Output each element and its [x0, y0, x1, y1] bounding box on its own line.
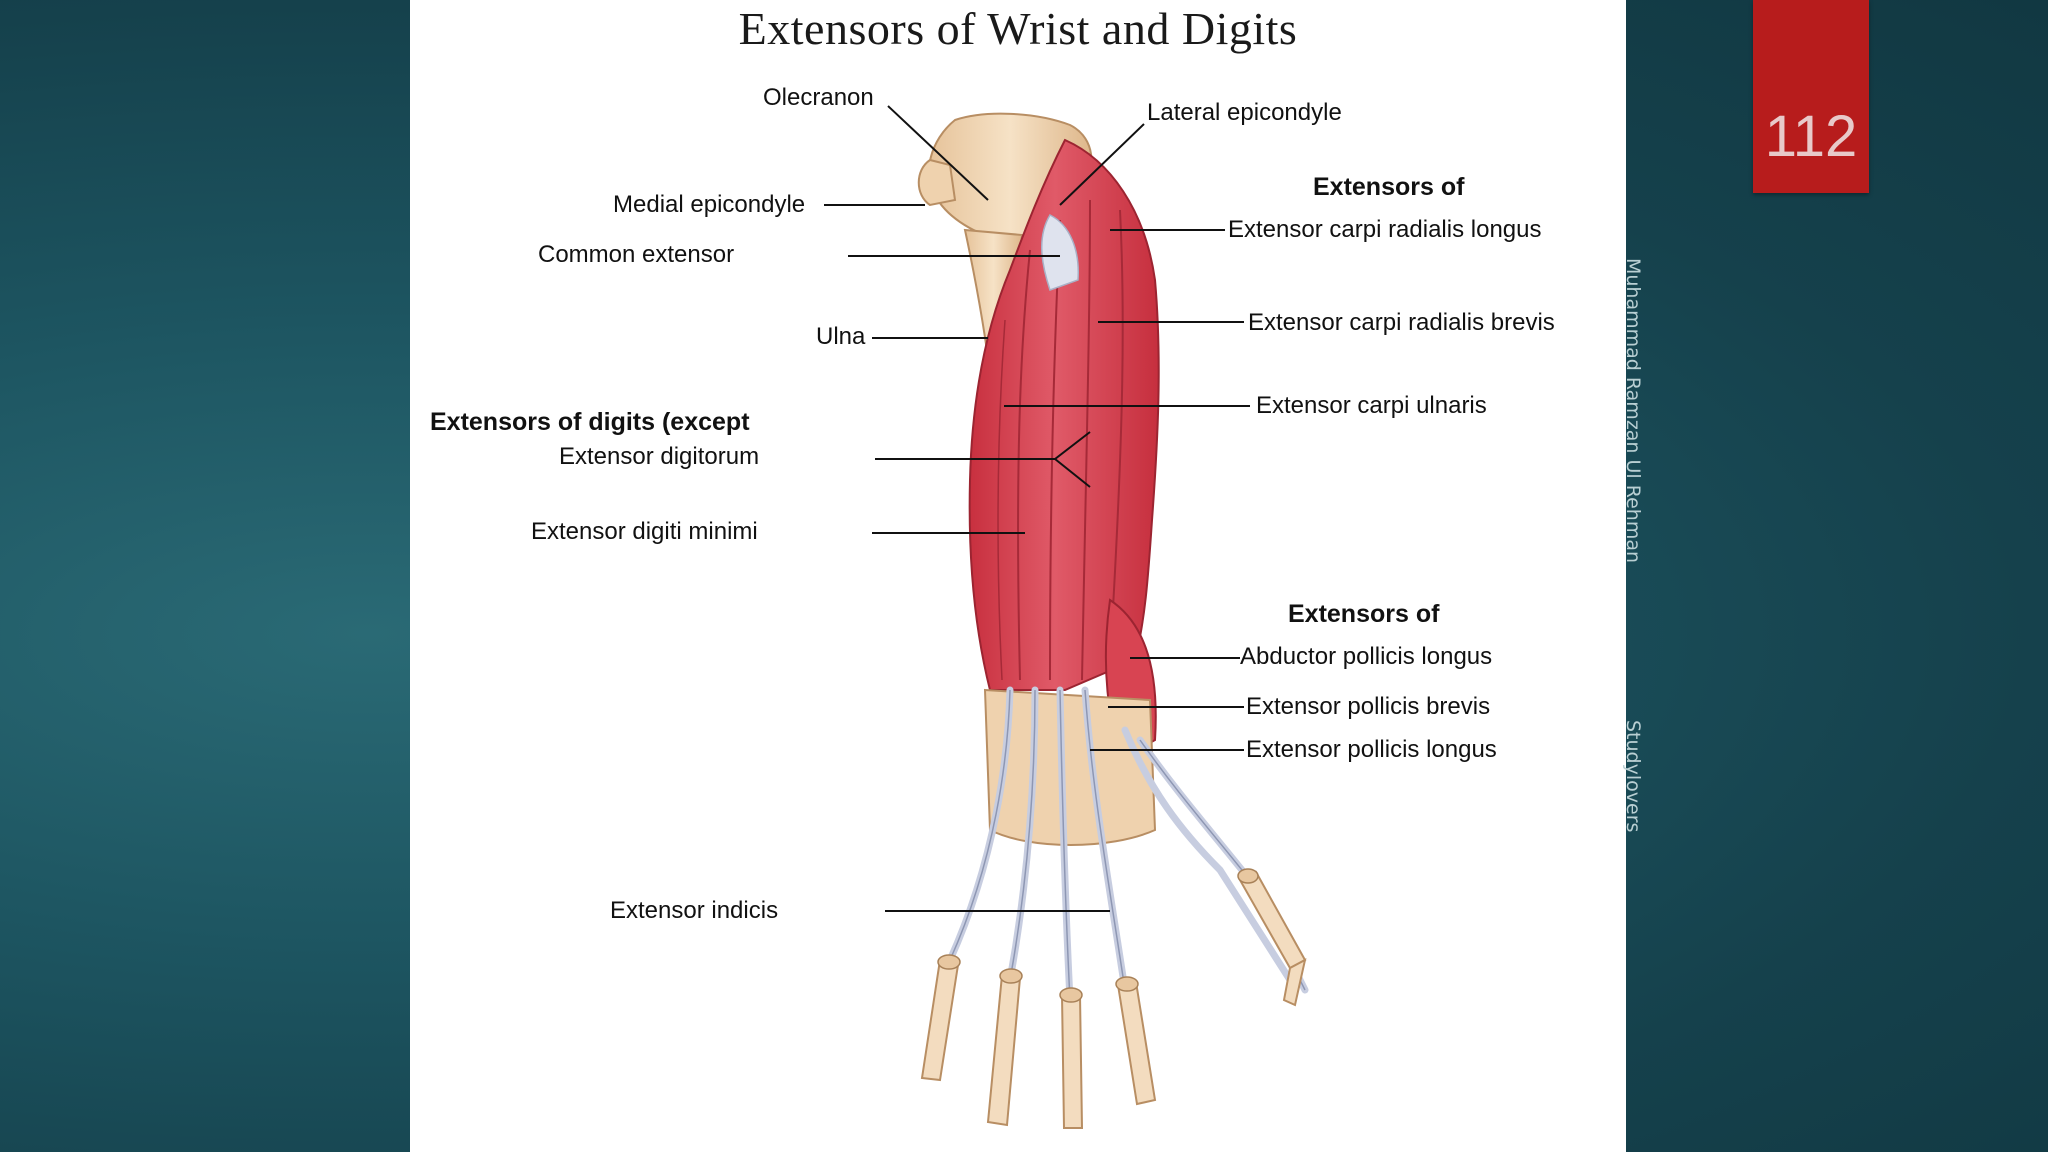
label-extensor-digitorum: Extensor digitorum	[559, 443, 760, 470]
page-number-badge: 112	[1753, 0, 1869, 193]
label-ecr-brevis: Extensor carpi radialis brevis	[1248, 309, 1555, 336]
label-group-digits: Extensors of digits (except	[430, 408, 750, 436]
forearm-illustration	[824, 105, 1309, 1129]
label-ec-ulnaris: Extensor carpi ulnaris	[1256, 392, 1487, 419]
label-ecr-longus: Extensor carpi radialis longus	[1228, 216, 1542, 243]
wrist-bones	[983, 688, 1157, 846]
label-apl: Abductor pollicis longus	[1240, 643, 1493, 670]
label-olecranon: Olecranon	[763, 84, 874, 111]
label-extensor-digiti-minimi: Extensor digiti minimi	[531, 518, 758, 545]
label-epl: Extensor pollicis longus	[1246, 736, 1497, 763]
label-medial-epicondyle: Medial epicondyle	[613, 191, 806, 218]
label-group-thumb: Extensors of	[1288, 600, 1440, 628]
label-common-extensor: Common extensor	[538, 241, 735, 268]
diagram-title: Extensors of Wrist and Digits	[738, 3, 1298, 54]
tendon-outlines	[929, 689, 1306, 1116]
label-epb: Extensor pollicis brevis	[1246, 693, 1491, 720]
label-group-wrist: Extensors of	[1313, 173, 1465, 201]
label-ulna: Ulna	[816, 323, 866, 350]
source-credit: Studylovers	[1622, 720, 1644, 833]
finger-bones	[920, 870, 1307, 1129]
author-credit: Muhammad Ramzan Ul Rehman	[1622, 258, 1644, 564]
label-extensor-indicis: Extensor indicis	[610, 897, 779, 924]
anatomy-figure: Extensors of Wrist and Digits Olecranon …	[410, 0, 1626, 1152]
label-lateral-epicondyle: Lateral epicondyle	[1147, 99, 1342, 126]
page-number: 112	[1764, 104, 1858, 169]
leader-lines	[824, 105, 1250, 912]
knuckle-marks	[937, 868, 1259, 1003]
